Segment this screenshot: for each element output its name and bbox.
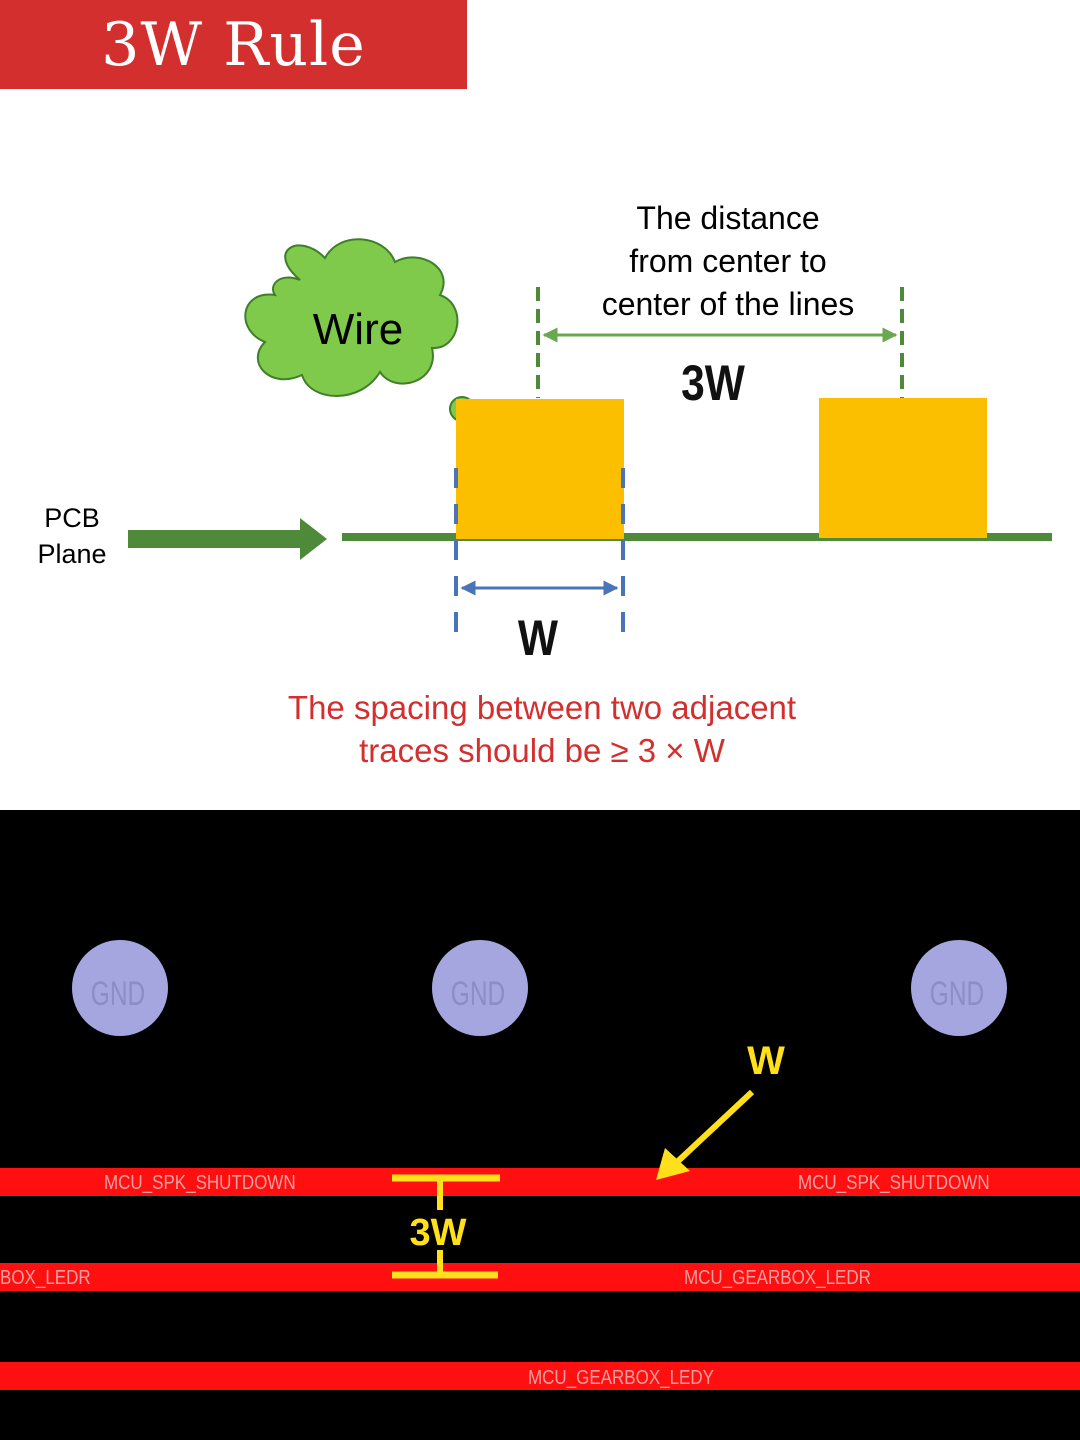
trace-mcu-gearbox-ledr xyxy=(0,1263,1080,1291)
trace-label-ledr-left: BOX_LEDR xyxy=(0,1266,91,1290)
pcb-layout-canvas: GND GND GND MCU_SPK_SHUTDOWN MCU_SPK_SHU… xyxy=(0,940,1080,1390)
width-pointer-head xyxy=(656,1148,690,1180)
gnd-pad-left: GND xyxy=(72,940,168,1036)
trace-block-left xyxy=(456,399,624,539)
pcb-width-label: W xyxy=(747,1039,785,1083)
distance-caption-line2: from center to xyxy=(629,243,826,279)
trace-label-spk-right: MCU_SPK_SHUTDOWN xyxy=(798,1171,990,1195)
gnd-pad-label: GND xyxy=(930,975,984,1013)
pcb-layout-view: GND GND GND MCU_SPK_SHUTDOWN MCU_SPK_SHU… xyxy=(0,810,1080,1440)
distance-caption-line3: center of the lines xyxy=(602,286,855,322)
via-pad-icon xyxy=(72,940,168,1036)
distance-caption-line1: The distance xyxy=(636,200,819,236)
trace-block-right xyxy=(819,398,987,538)
trace-mcu-spk-shutdown xyxy=(0,1168,1080,1196)
trace-label-ledr-right: MCU_GEARBOX_LEDR xyxy=(684,1266,871,1290)
width-label: W xyxy=(518,610,558,666)
width-pointer-arrow xyxy=(673,1089,755,1166)
plane-arrow-icon xyxy=(128,518,327,560)
concept-diagram: Wire PCB Plane The distance from center … xyxy=(37,200,1052,769)
gnd-pad-center: GND xyxy=(432,940,528,1036)
rule-note-line1: The spacing between two adjacent xyxy=(288,689,796,726)
wire-label: Wire xyxy=(313,305,403,354)
gnd-pad-label: GND xyxy=(451,975,505,1013)
wire-cloud: Wire xyxy=(244,238,459,397)
via-pad-icon xyxy=(911,940,1007,1036)
page-title: 3W Rule xyxy=(101,9,366,80)
title-banner: 3W Rule xyxy=(0,0,467,89)
spacing-label: 3W xyxy=(681,355,745,411)
trace-mcu-gearbox-ledy xyxy=(0,1362,1080,1390)
trace-label-ledy: MCU_GEARBOX_LEDY xyxy=(528,1366,714,1390)
pcb-spacing-label: 3W xyxy=(410,1212,467,1254)
plane-label-line1: PCB xyxy=(44,503,100,533)
via-pad-icon xyxy=(432,940,528,1036)
gnd-pad-label: GND xyxy=(91,975,145,1013)
plane-label-line2: Plane xyxy=(37,539,106,569)
gnd-pad-right: GND xyxy=(911,940,1007,1036)
rule-note-line2: traces should be ≥ 3 × W xyxy=(359,732,726,769)
trace-label-spk-left: MCU_SPK_SHUTDOWN xyxy=(104,1171,296,1195)
